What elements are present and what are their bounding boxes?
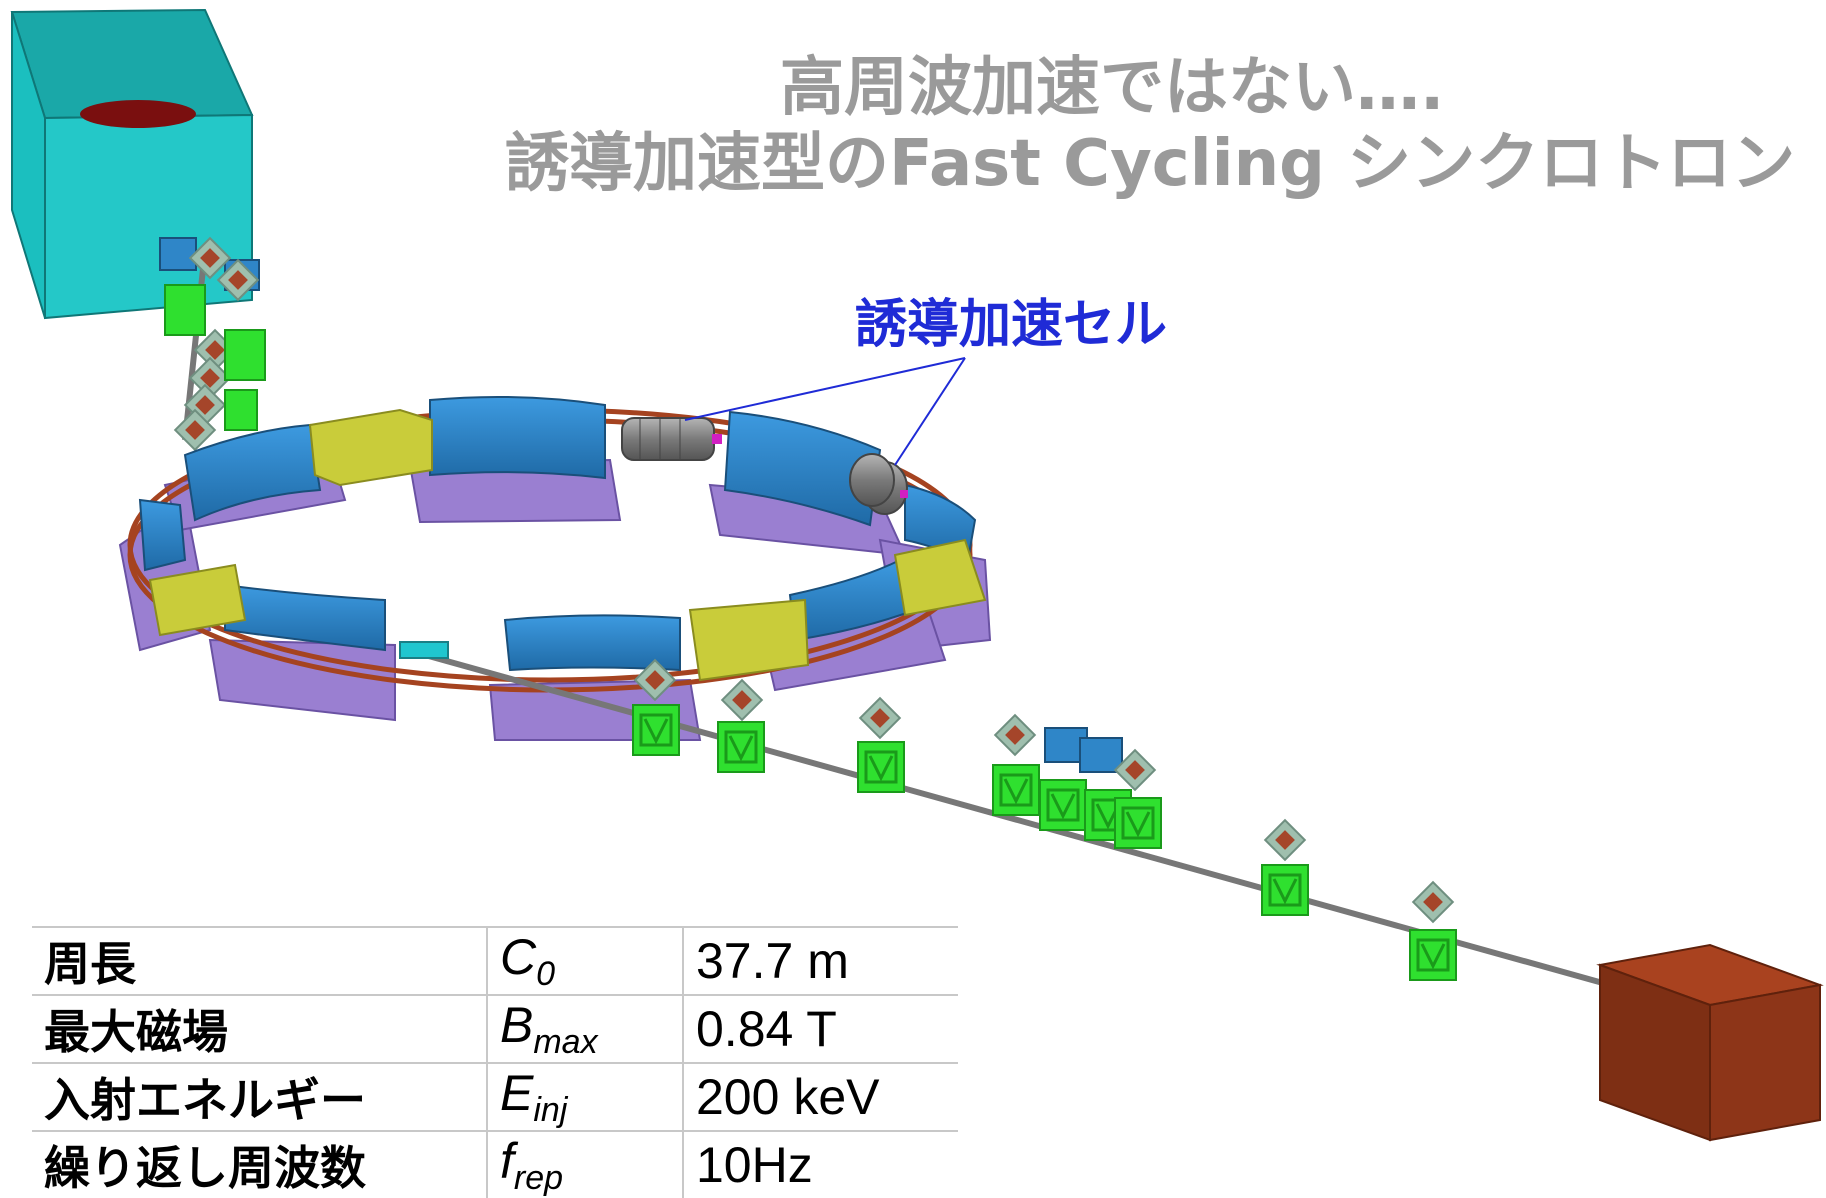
param-name: 最大磁場 [32, 994, 487, 1063]
table-row: 入射エネルギー Einj 200 keV [32, 1062, 958, 1131]
label-pointer-lines [684, 357, 966, 466]
table-row: 周長 C0 37.7 m [32, 926, 958, 995]
title-line-1: 高周波加速ではない…. [780, 51, 1445, 125]
param-value: 0.84 T [682, 994, 958, 1063]
param-symbol: Einj [486, 1062, 683, 1131]
param-value: 37.7 m [682, 926, 958, 995]
straight-sections [148, 408, 987, 682]
param-symbol: Bmax [486, 994, 683, 1063]
param-value: 200 keV [682, 1062, 958, 1131]
parameter-table: 周長 C0 37.7 m 最大磁場 Bmax 0.84 T 入射エネルギー Ei… [32, 926, 958, 1198]
param-name: 入射エネルギー [32, 1062, 487, 1131]
injection-beamline [159, 237, 266, 451]
table-row: 繰り返し周波数 frep 10Hz [32, 1130, 958, 1198]
synchrotron-diagram [10, 8, 1824, 1142]
extraction-beamline [399, 641, 1611, 988]
param-symbol: frep [486, 1130, 683, 1198]
beam-dump [1596, 943, 1824, 1142]
induction-cells [621, 417, 908, 515]
title-line-2: 誘導加速型のFast Cycling シンクロトロン [505, 127, 1796, 201]
param-symbol: C0 [486, 926, 683, 995]
param-name: 周長 [32, 926, 487, 995]
induction-cell-label: 誘導加速セル [855, 295, 1168, 355]
param-name: 繰り返し周波数 [32, 1130, 487, 1198]
param-value: 10Hz [682, 1130, 958, 1198]
table-row: 最大磁場 Bmax 0.84 T [32, 994, 958, 1063]
